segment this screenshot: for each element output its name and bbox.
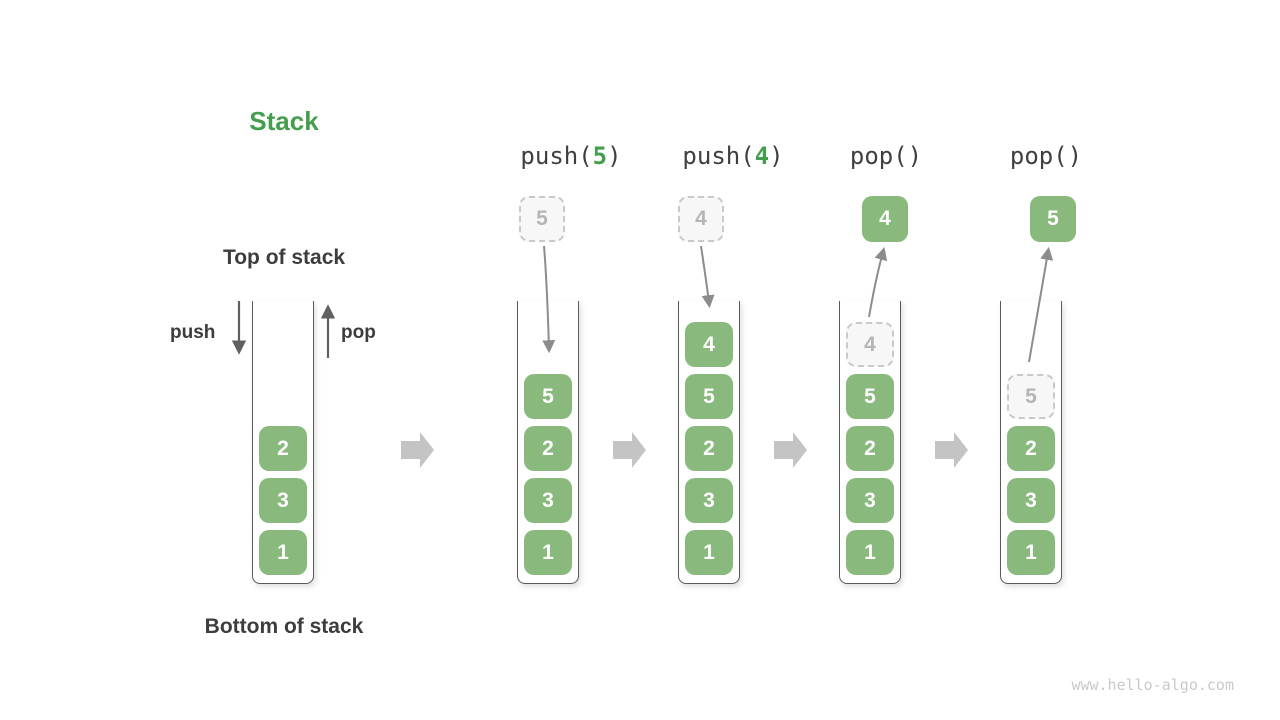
step-arrow-icon <box>401 432 434 468</box>
op-arg: 4 <box>754 142 770 170</box>
op-arg: 5 <box>592 142 608 170</box>
push-4-arrow-icon <box>700 245 715 309</box>
op-header-push-4: push(4) <box>682 142 783 170</box>
op-prefix: push( <box>520 142 593 170</box>
pushed-element-box: 4 <box>678 196 724 242</box>
stack-item: 1 <box>846 530 894 575</box>
op-header-push-5: push(5) <box>520 142 621 170</box>
op-header-pop-1: pop() <box>850 142 922 170</box>
stack-container-pop-2: 5 2 3 1 <box>1000 301 1062 584</box>
stack-item: 1 <box>685 530 733 575</box>
stack-item: 4 <box>685 322 733 367</box>
stack-item: 3 <box>685 478 733 523</box>
stack-item: 2 <box>685 426 733 471</box>
stack-item: 2 <box>259 426 307 471</box>
op-prefix: push( <box>682 142 755 170</box>
watermark: www.hello-algo.com <box>1071 676 1234 694</box>
step-arrow-icon <box>935 432 968 468</box>
pop-label: pop <box>341 322 376 343</box>
stack-item: 2 <box>1007 426 1055 471</box>
stack-container-initial: 2 3 1 <box>252 301 314 584</box>
popped-element-box: 5 <box>1030 196 1076 242</box>
diagram-title: Stack <box>249 106 319 136</box>
step-arrow-icon <box>613 432 646 468</box>
popped-element-box: 4 <box>862 196 908 242</box>
top-of-stack-label: Top of stack <box>222 246 346 269</box>
step-arrow-icon <box>774 432 807 468</box>
push-label: push <box>170 322 216 343</box>
op-prefix: pop() <box>849 142 923 170</box>
stack-container-push-5: 5 2 3 1 <box>517 301 579 584</box>
stack-item: 2 <box>524 426 572 471</box>
op-header-pop-2: pop() <box>1010 142 1082 170</box>
stack-item: 1 <box>524 530 572 575</box>
stack-item: 5 <box>685 374 733 419</box>
stack-item: 3 <box>846 478 894 523</box>
stack-item: 1 <box>259 530 307 575</box>
op-suffix: ) <box>769 142 784 170</box>
stack-item-removed: 4 <box>846 322 894 367</box>
stack-item: 3 <box>259 478 307 523</box>
pushed-element-box: 5 <box>519 196 565 242</box>
op-suffix: ) <box>607 142 622 170</box>
stack-item: 3 <box>1007 478 1055 523</box>
stack-item: 5 <box>524 374 572 419</box>
stack-item-removed: 5 <box>1007 374 1055 419</box>
stack-item: 5 <box>846 374 894 419</box>
stack-item: 1 <box>1007 530 1055 575</box>
op-prefix: pop() <box>1009 142 1083 170</box>
stack-container-push-4: 4 5 2 3 1 <box>678 301 740 584</box>
stack-item: 2 <box>846 426 894 471</box>
stack-item: 3 <box>524 478 572 523</box>
stack-container-pop-1: 4 5 2 3 1 <box>839 301 901 584</box>
bottom-of-stack-label: Bottom of stack <box>204 615 364 638</box>
